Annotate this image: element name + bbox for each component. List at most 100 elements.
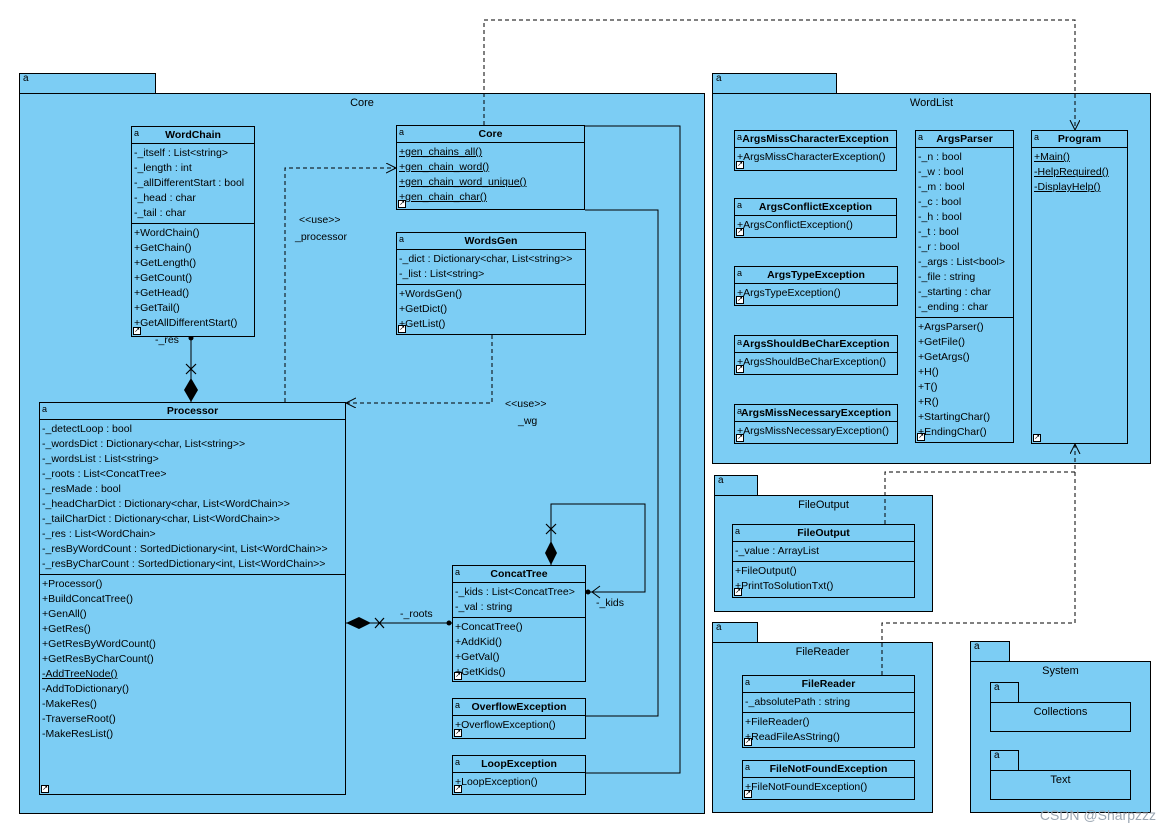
class-fileoutput-name: FileOutput — [797, 527, 850, 539]
loop-operations: +LoopException() — [455, 776, 538, 788]
class-core-name: Core — [478, 128, 503, 140]
use-processor-connector — [284, 168, 396, 402]
link-icon: ↗ — [454, 729, 462, 737]
argsparser-operations: +ArgsParser()+GetFile()+GetArgs()+H()+T(… — [918, 321, 991, 438]
role-label-res: -_res — [155, 334, 179, 346]
class-wordsgen-name: WordsGen — [464, 235, 518, 247]
link-icon: ↗ — [744, 790, 752, 798]
roots-composition-diamond — [346, 617, 371, 629]
role-label-processor: _processor — [295, 231, 347, 243]
class-loopexception-name: LoopException — [481, 758, 557, 770]
class-overflowexception-name: OverflowException — [471, 701, 567, 713]
use-label-processor: <<use>> — [299, 214, 341, 226]
package-text-name: Text — [1050, 774, 1071, 786]
use-label-wg: <<use>> — [505, 398, 547, 410]
use-wg-connector — [346, 335, 493, 403]
package-wordlist-name: WordList — [909, 97, 954, 109]
link-icon: ↗ — [454, 672, 462, 680]
overflow-operations: +OverflowException() — [455, 719, 556, 731]
package-core-name: Core — [350, 97, 374, 109]
core-overflow-connector — [585, 209, 659, 717]
class-argsshouldchar-name: ArgsShouldBeCharException — [742, 338, 890, 350]
fileoutput-operations: +FileOutput()+PrintToSolutionTxt() — [735, 565, 834, 592]
watermark: CSDN @Sharpzzz — [1039, 807, 1156, 823]
wordchain-operations: +WordChain()+GetChain()+GetLength()+GetC… — [134, 227, 238, 329]
wordsgen-operations: +WordsGen()+GetDict()+GetList() — [399, 288, 463, 330]
role-label-wg: _wg — [518, 415, 538, 427]
package-text[interactable]: Text — [990, 770, 1131, 800]
core-program-dependency — [483, 19, 1075, 130]
argstype-operations: +ArgsTypeException() — [737, 287, 841, 299]
package-filereader-name: FileReader — [795, 646, 850, 658]
link-icon: ↗ — [398, 200, 406, 208]
wordchain-attributes: -_itself : List<string>-_length : int-_a… — [132, 144, 254, 224]
filereader-dependency — [881, 472, 1076, 675]
package-fileoutput-name: FileOutput — [798, 499, 849, 511]
class-argsmisschar-name: ArgsMissCharacterException — [742, 133, 889, 145]
class-filenotfound-name: FileNotFoundException — [769, 763, 888, 775]
link-icon: ↗ — [736, 161, 744, 169]
link-icon: ↗ — [736, 434, 744, 442]
link-icon: ↗ — [744, 738, 752, 746]
class-wordchain-name: WordChain — [165, 129, 221, 141]
processor-operations: +Processor()+BuildConcatTree()+GenAll()+… — [42, 578, 156, 740]
link-icon: ↗ — [1033, 434, 1041, 442]
kids-self-connector — [550, 503, 646, 593]
program-operations: +Main()-HelpRequired()-DisplayHelp() — [1034, 151, 1109, 193]
package-collections[interactable]: Collections — [990, 702, 1131, 732]
class-argsconflict-name: ArgsConflictException — [758, 201, 873, 213]
link-icon: ↗ — [41, 785, 49, 793]
class-program-name: Program — [1057, 133, 1102, 145]
link-icon: ↗ — [736, 365, 744, 373]
link-icon: ↗ — [917, 433, 925, 441]
fileoutput-program-dependency — [884, 444, 1075, 524]
package-collections-name: Collections — [1033, 706, 1088, 718]
argsmisschar-operations: +ArgsMissCharacterException() — [737, 151, 886, 163]
link-icon: ↗ — [398, 325, 406, 333]
link-icon: ↗ — [454, 785, 462, 793]
class-argsmissnec-name: ArgsMissNecessaryException — [741, 407, 891, 419]
class-concattree-name: ConcatTree — [490, 568, 548, 580]
class-processor-name: Processor — [166, 405, 219, 417]
concattree-operations: +ConcatTree()+AddKid()+GetVal()+GetKids(… — [455, 621, 523, 678]
fileoutput-attributes: -_value : ArrayList — [733, 542, 914, 562]
filereader-attributes: -_absolutePath : string — [743, 693, 914, 713]
core-loop-connector — [585, 125, 681, 774]
argsconflict-operations: +ArgsConflictException() — [737, 219, 853, 231]
filereader-operations: +FileReader()+ReadFileAsString() — [745, 716, 840, 743]
package-system-name: System — [1042, 665, 1079, 677]
concattree-attributes: -_kids : List<ConcatTree>-_val : string — [453, 583, 585, 618]
argsmissnec-operations: +ArgsMissNecessaryException() — [737, 425, 890, 437]
link-icon: ↗ — [133, 327, 141, 335]
filenotfound-operations: +FileNotFoundException() — [745, 781, 868, 793]
res-composition-diamond — [184, 378, 198, 402]
class-argstype-name: ArgsTypeException — [767, 269, 865, 281]
role-label-roots: -_roots — [400, 608, 433, 620]
class-filereader-name: FileReader — [801, 678, 856, 690]
processor-attributes: -_detectLoop : bool-_wordsDict : Diction… — [40, 420, 345, 575]
core-operations: +gen_chains_all()+gen_chain_word()+gen_c… — [399, 146, 527, 203]
class-argsparser-name: ArgsParser — [936, 133, 993, 145]
link-icon: ↗ — [736, 296, 744, 304]
role-label-kids: -_kids — [596, 597, 625, 609]
wordsgen-attributes: -_dict : Dictionary<char, List<string>>-… — [397, 250, 585, 285]
